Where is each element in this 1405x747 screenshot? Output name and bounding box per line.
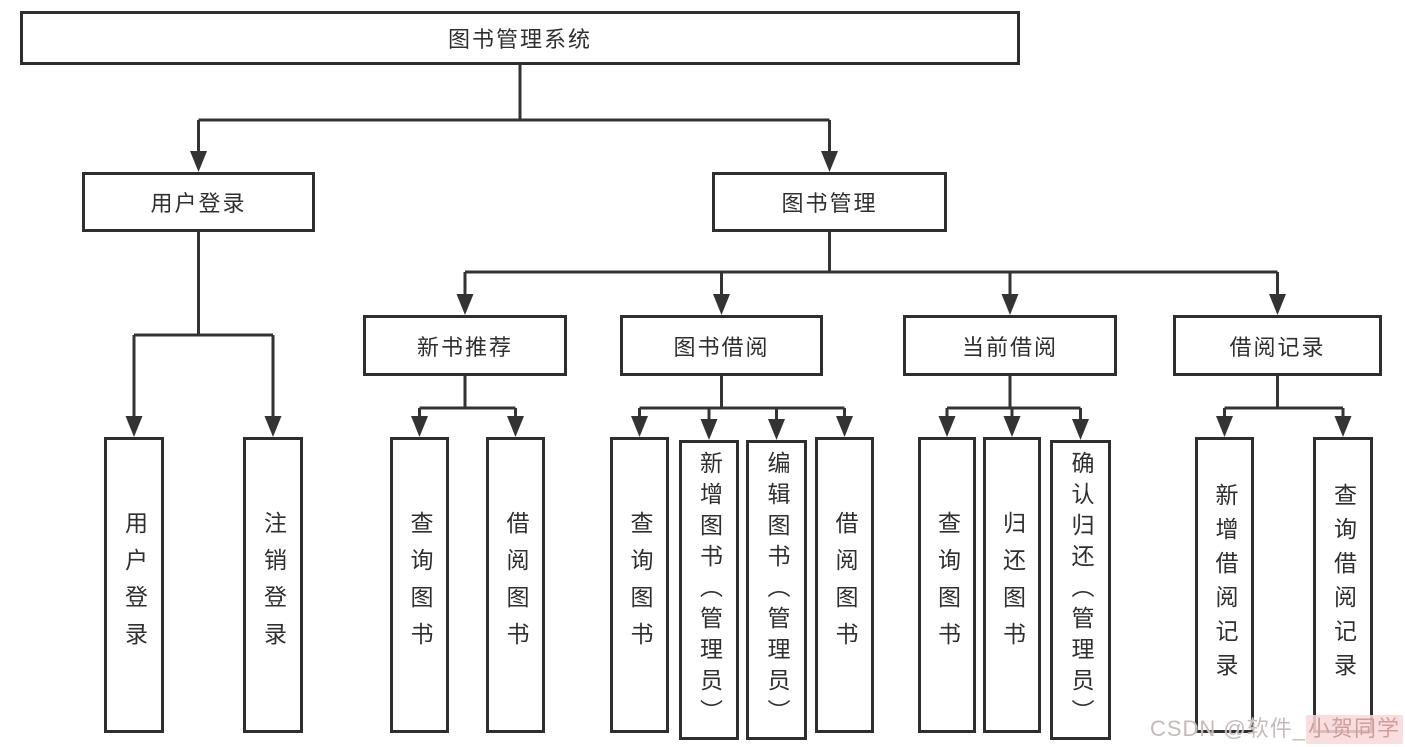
leaf-label: 编辑图书（管理员）: [764, 450, 790, 730]
leaf-label: 借阅图书: [503, 511, 529, 659]
node-user-login-branch: 用户登录: [82, 172, 315, 232]
leaf-label: 查询图书: [627, 511, 653, 659]
node-label: 用户登录: [150, 191, 247, 216]
watermark-prefix: CSDN @软件_: [1149, 716, 1306, 741]
node-library-management-system: 图书管理系统: [20, 11, 1020, 65]
leaf-return-book: 归还图书: [983, 437, 1041, 733]
leaf-logout: 注销登录: [243, 437, 303, 733]
node-book-borrow: 图书借阅: [620, 315, 823, 376]
node-label: 图书管理: [781, 191, 878, 216]
leaf-query-borrow-record: 查询借阅记录: [1313, 437, 1373, 733]
node-borrow-record: 借阅记录: [1173, 315, 1382, 376]
leaf-confirm-return-admin: 确认归还（管理员）: [1050, 440, 1111, 740]
node-label: 当前借阅: [961, 334, 1058, 360]
node-current-borrow: 当前借阅: [903, 315, 1117, 376]
leaf-label: 注销登录: [260, 511, 287, 659]
leaf-label: 新增图书（管理员）: [696, 450, 723, 730]
node-new-book-recommend: 新书推荐: [363, 315, 567, 376]
node-label: 图书管理系统: [447, 27, 592, 52]
node-book-management-branch: 图书管理: [712, 172, 947, 232]
node-label: 新书推荐: [416, 334, 513, 360]
arrowheads: [125, 151, 1352, 440]
leaf-add-book-admin: 新增图书（管理员）: [679, 440, 739, 740]
leaf-label: 查询图书: [934, 511, 961, 659]
leaf-edit-book-admin: 编辑图书（管理员）: [746, 440, 807, 740]
node-label: 图书借阅: [673, 334, 770, 360]
leaf-label: 新增借阅记录: [1212, 483, 1238, 687]
leaf-add-borrow-record: 新增借阅记录: [1195, 437, 1254, 733]
csdn-watermark: CSDN @软件_小贺同学: [1149, 711, 1403, 744]
leaf-borrow-book-2: 借阅图书: [815, 437, 874, 733]
leaf-user-login: 用户登录: [104, 437, 164, 733]
leaf-query-book-3: 查询图书: [918, 437, 976, 733]
watermark-suffix: 小贺同学: [1305, 715, 1403, 744]
leaf-label: 查询图书: [407, 511, 433, 659]
leaf-query-book-1: 查询图书: [390, 437, 449, 733]
node-label: 借阅记录: [1229, 334, 1326, 360]
leaf-label: 查询借阅记录: [1330, 483, 1357, 687]
leaf-label: 借阅图书: [832, 511, 858, 659]
leaf-query-book-2: 查询图书: [610, 437, 669, 733]
leaf-label: 确认归还（管理员）: [1068, 450, 1094, 730]
leaf-label: 归还图书: [999, 511, 1026, 659]
leaf-label: 用户登录: [121, 511, 148, 659]
leaf-borrow-book-1: 借阅图书: [486, 437, 545, 733]
